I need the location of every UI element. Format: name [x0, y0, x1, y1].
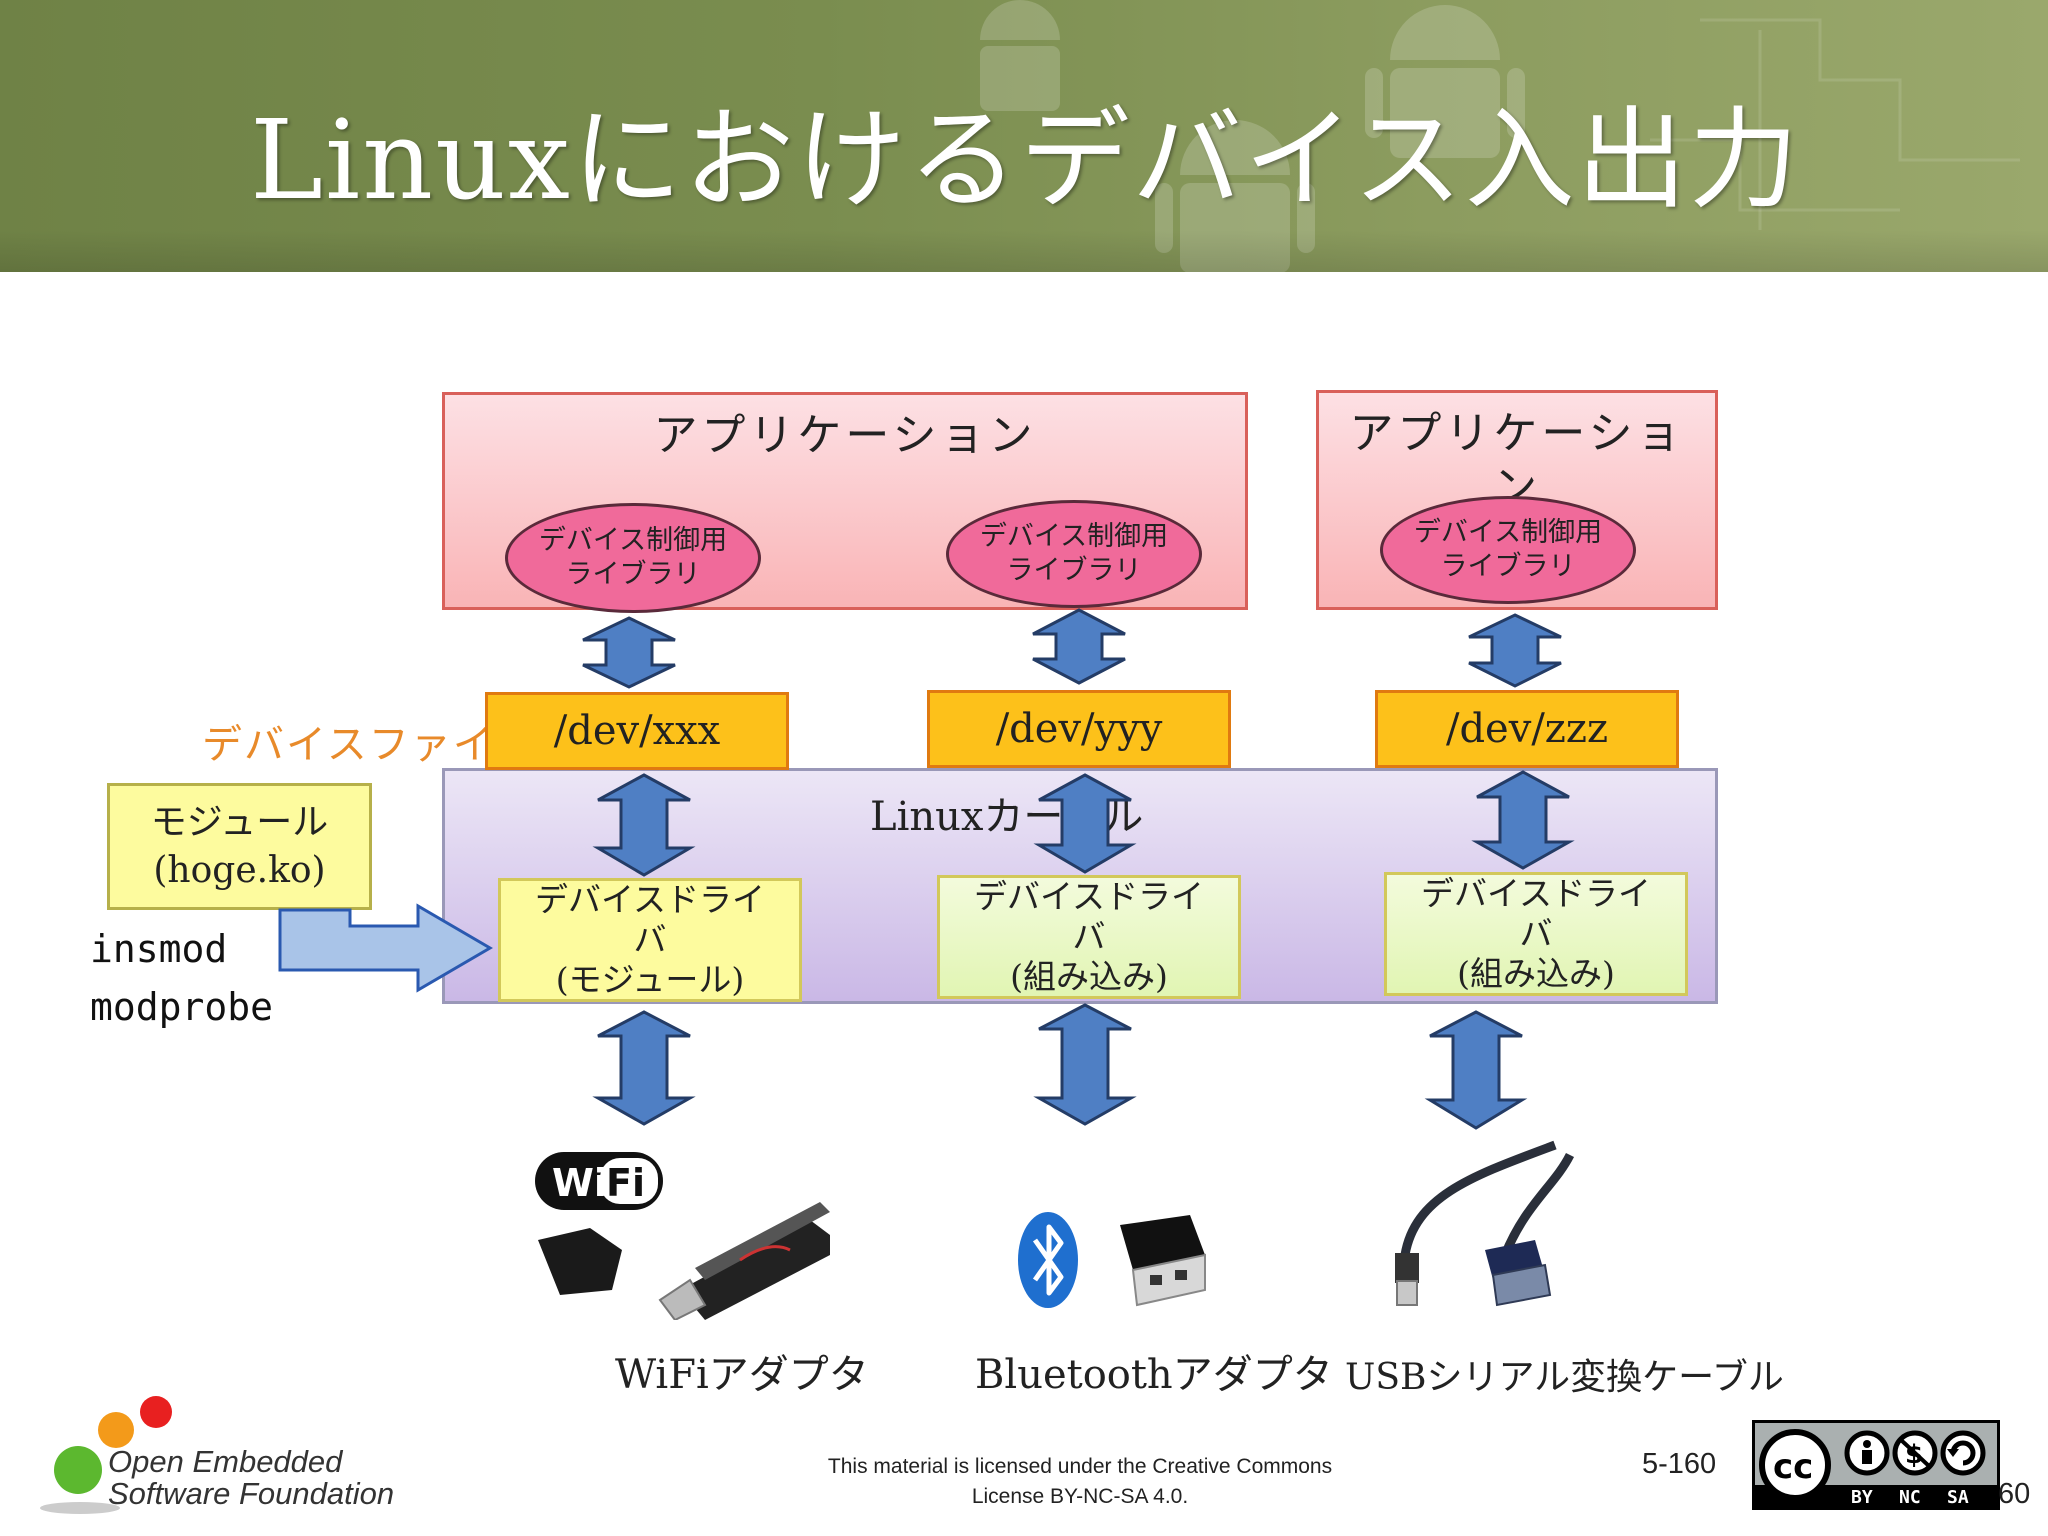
- oesf-logo-text: Open Embedded Software Foundation: [108, 1446, 394, 1510]
- double-arrow: [1471, 770, 1575, 870]
- double-arrow: [1032, 608, 1126, 685]
- slide-title: Linuxにおけるデバイス入出力: [250, 96, 1801, 224]
- driver-label-line2: バ: [1072, 917, 1106, 956]
- device-control-library-2: デバイス制御用ライブラリ: [946, 500, 1202, 608]
- library-label-line2: ライブラリ: [1006, 555, 1142, 586]
- caption-wifi: WiFiアダプタ: [615, 1352, 869, 1398]
- module-box: モジュール (hoge.ko): [107, 783, 372, 910]
- bluetooth-adapter-image: [1018, 1212, 1206, 1308]
- double-arrow: [592, 1010, 696, 1126]
- cc-license-badge: cc $ BY NC SA: [1752, 1420, 2000, 1510]
- slide-header: [0, 0, 2048, 272]
- device-driver-module: デバイスドライ バ (モジュール): [498, 878, 802, 1002]
- driver-label-line1: デバイスドライ: [534, 880, 765, 919]
- caption-usb-serial: USBシリアル変換ケーブル: [1345, 1357, 1784, 1398]
- header-shade: [0, 230, 2048, 272]
- application-label: アプリケーション: [653, 410, 1037, 461]
- oesf-logo-icon: [40, 1396, 172, 1514]
- driver-label-line1: デバイスドライ: [1420, 874, 1651, 913]
- library-label-line1: デバイス制御用: [979, 521, 1169, 552]
- wifi-logo-text-right: Fi: [606, 1161, 645, 1205]
- cc-by-nc-sa-icon: cc $ BY NC SA: [1755, 1429, 1997, 1508]
- command-list: insmod modprobe: [90, 920, 273, 1036]
- driver-label-line2: バ: [1519, 914, 1553, 953]
- driver-label-line1: デバイスドライ: [973, 877, 1204, 916]
- cc-label-by: BY: [1851, 1487, 1873, 1507]
- wifi-adapter-image: Wi Fi: [535, 1152, 830, 1320]
- library-label-line1: デバイス制御用: [538, 525, 728, 556]
- oesf-name-line1: Open Embedded: [108, 1444, 343, 1479]
- library-label-line2: ライブラリ: [565, 559, 701, 590]
- driver-label-line3: (組み込み): [1457, 954, 1615, 993]
- module-label: モジュール: [150, 801, 329, 843]
- device-driver-builtin-2: デバイスドライ バ (組み込み): [1384, 872, 1688, 996]
- device-file-xxx: /dev/xxx: [485, 692, 789, 770]
- wifi-logo-text-left: Wi: [552, 1161, 607, 1205]
- module-filename: (hoge.ko): [153, 849, 326, 891]
- license-line1: This material is licensed under the Crea…: [827, 1455, 1333, 1478]
- device-control-library-1: デバイス制御用ライブラリ: [505, 503, 761, 613]
- double-arrow: [1424, 1010, 1528, 1130]
- cc-label-sa: SA: [1947, 1487, 1969, 1507]
- driver-label-line2: バ: [633, 920, 667, 959]
- module-load-arrow: [278, 903, 493, 993]
- license-line2: License BY-NC-SA 4.0.: [971, 1485, 1189, 1508]
- page-number: 5-160: [1642, 1448, 1717, 1480]
- application-label: アプリケーション: [1349, 408, 1685, 513]
- double-arrow: [582, 616, 676, 689]
- driver-label-line3: (モジュール): [555, 960, 745, 999]
- library-label-line2: ライブラリ: [1440, 551, 1576, 582]
- driver-label-line3: (組み込み): [1010, 957, 1168, 996]
- sa-icon: [1940, 1430, 1986, 1476]
- oesf-name-line2: Software Foundation: [108, 1476, 395, 1511]
- double-arrow: [1033, 1003, 1137, 1126]
- command-insmod: insmod: [90, 927, 228, 971]
- double-arrow: [1468, 613, 1562, 688]
- page-number-partial: 60: [1998, 1478, 2031, 1510]
- device-file-zzz: /dev/zzz: [1375, 690, 1679, 768]
- double-arrow: [1033, 773, 1137, 874]
- cc-icon: cc: [1773, 1447, 1813, 1487]
- device-file-yyy: /dev/yyy: [927, 690, 1231, 768]
- caption-bluetooth: Bluetoothアダプタ: [975, 1352, 1333, 1398]
- cc-label-nc: NC: [1899, 1487, 1921, 1507]
- double-arrow: [592, 773, 696, 877]
- usb-serial-cable-image: [1395, 1140, 1575, 1307]
- android-robots-decoration: [980, 0, 2020, 272]
- library-label-line1: デバイス制御用: [1413, 517, 1603, 548]
- license-text: This material is licensed under the Crea…: [760, 1452, 1400, 1512]
- device-driver-builtin-1: デバイスドライ バ (組み込み): [937, 875, 1241, 999]
- device-control-library-3: デバイス制御用ライブラリ: [1380, 496, 1636, 604]
- device-file-label: デバイスファイル: [202, 722, 537, 768]
- command-modprobe: modprobe: [90, 985, 274, 1029]
